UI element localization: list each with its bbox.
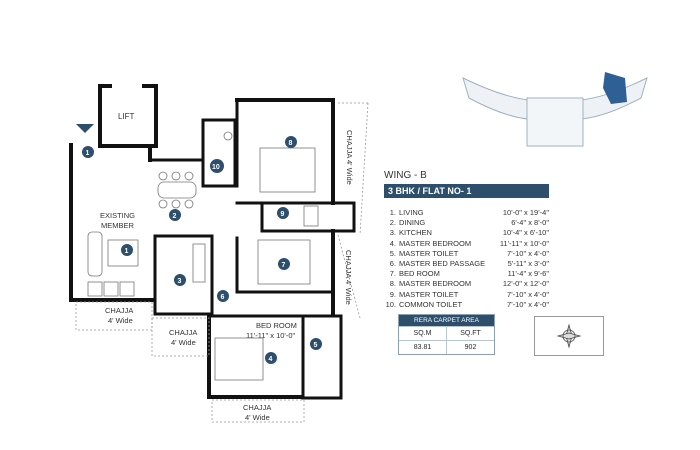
rera-table: RERA CARPET AREA SQ.M SQ.FT 83.81 902 <box>398 314 495 355</box>
room-row: 1.LIVING 10'-0" x 19'-4" <box>384 208 549 218</box>
room-number: 8. <box>389 279 396 289</box>
room-number: 1. <box>389 208 396 217</box>
room-row: 10.COMMON TOILET 7'-10" x 4'-0" <box>384 300 549 310</box>
lift: LIFT <box>98 84 158 148</box>
room-row: 5.MASTER TOILET 7'-10" x 4'-0" <box>384 249 549 259</box>
chajja-outlines <box>75 102 369 423</box>
room-name: MASTER BEDROOM <box>399 279 472 289</box>
lift-label: LIFT <box>118 112 135 121</box>
room-number: 10. <box>385 299 396 309</box>
room-number: 4. <box>389 238 396 248</box>
marker-10: 10 <box>212 164 220 171</box>
room-dimension: 7'-10" x 4'-0" <box>507 299 549 309</box>
existing-member-label-1: EXISTING <box>100 211 135 220</box>
rera-col-sqm: SQ.M <box>399 326 447 340</box>
room-name: MASTER BED PASSAGE <box>399 259 486 269</box>
room-dimension: 10'-4" x 6'-10" <box>502 228 549 238</box>
room-name: MASTER TOILET <box>399 289 459 299</box>
room-row: 8.MASTER BEDROOM 12'-0" x 12'-0" <box>384 279 549 289</box>
bed-room-dim: 11'-11" x 10'-0" <box>246 331 296 340</box>
chajja-mid-label-1: CHAJJA <box>169 328 197 337</box>
rera-col-sqft: SQ.FT <box>447 326 494 340</box>
room-row: 6.MASTER BED PASSAGE 5'-11" x 3'-0" <box>384 259 549 269</box>
room-list: 1.LIVING 10'-0" x 19'-4" 2.DINING 6'-4" x 8… <box>384 208 549 310</box>
chajja-bottom-label-1: CHAJJA <box>243 403 271 412</box>
marker-4: 4 <box>269 356 273 363</box>
chajja-left-label-2: 4' Wide <box>108 316 133 325</box>
room-number: 7. <box>389 269 396 279</box>
room-row: 9.MASTER TOILET 7'-10" x 4'-0" <box>384 290 549 300</box>
room-name: BED ROOM <box>399 269 440 279</box>
room-name: MASTER BEDROOM <box>399 238 472 248</box>
room-number: 2. <box>389 218 396 228</box>
marker-9: 9 <box>281 211 285 218</box>
key-plan <box>462 72 648 147</box>
flat-title: 3 BHK / FLAT NO- 1 <box>384 184 549 198</box>
room-row: 2.DINING 6'-4" x 8'-0" <box>384 218 549 228</box>
compass-icon <box>556 323 582 349</box>
room-dimension: 5'-11" x 3'-0" <box>507 259 549 269</box>
marker-1b: 1 <box>125 248 129 255</box>
furniture <box>87 131 319 381</box>
existing-member-label-2: MEMBER <box>101 221 135 230</box>
rera-val-sqm: 83.81 <box>399 340 447 354</box>
marker-5: 5 <box>314 342 318 349</box>
room-number: 3. <box>389 228 396 238</box>
marker-3: 3 <box>178 278 182 285</box>
room-row: 3.KITCHEN 10'-4" x 6'-10" <box>384 228 549 238</box>
wing-title: WING - B <box>384 170 427 181</box>
chajja-left-label-1: CHAJJA <box>105 306 133 315</box>
room-row: 7.BED ROOM 11'-4" x 9'-6" <box>384 269 549 279</box>
compass <box>534 316 604 356</box>
rera-header: RERA CARPET AREA <box>399 315 494 326</box>
chajja-right-label: CHAJJA 4' Wide <box>344 250 353 305</box>
chajja-top-right-label: CHAJJA 4' Wide <box>345 130 354 185</box>
room-dimension: 10'-0" x 19'-4" <box>502 208 549 217</box>
room-dimension: 12'-0" x 12'-0" <box>502 279 549 289</box>
marker-1a: 1 <box>86 150 90 157</box>
marker-6: 6 <box>221 294 225 301</box>
room-dimension: 6'-4" x 8'-0" <box>511 218 549 228</box>
room-dimension: 7'-10" x 4'-0" <box>507 248 549 258</box>
marker-7: 7 <box>282 262 286 269</box>
room-dimension: 7'-10" x 4'-0" <box>507 289 549 299</box>
room-markers: 1 1 2 3 4 5 6 7 8 9 10 <box>82 136 322 364</box>
room-row: 4.MASTER BEDROOM 11'-11" x 10'-0" <box>384 239 549 249</box>
room-number: 9. <box>389 289 396 299</box>
marker-8: 8 <box>289 140 293 147</box>
room-name: COMMON TOILET <box>399 299 463 309</box>
chajja-mid-label-2: 4' Wide <box>171 338 196 347</box>
entrance-arrow-icon <box>76 124 94 133</box>
flat-info-panel: WING - B 3 BHK / FLAT NO- 1 1.LIVING 10'-… <box>384 170 549 310</box>
rera-val-sqft: 902 <box>447 340 494 354</box>
marker-2: 2 <box>173 213 177 220</box>
highlighted-flat <box>603 72 627 104</box>
room-name: LIVING <box>399 208 424 217</box>
bed-room-label: BED ROOM <box>256 321 297 330</box>
room-dimension: 11'-11" x 10'-0" <box>499 238 549 248</box>
room-dimension: 11'-4" x 9'-6" <box>507 269 549 279</box>
room-name: MASTER TOILET <box>399 248 459 258</box>
walls <box>69 98 356 400</box>
room-name: KITCHEN <box>399 228 432 238</box>
room-number: 5. <box>389 248 396 258</box>
chajja-bottom-label-2: 4' Wide <box>245 413 270 422</box>
room-number: 6. <box>389 259 396 269</box>
room-name: DINING <box>399 218 426 228</box>
